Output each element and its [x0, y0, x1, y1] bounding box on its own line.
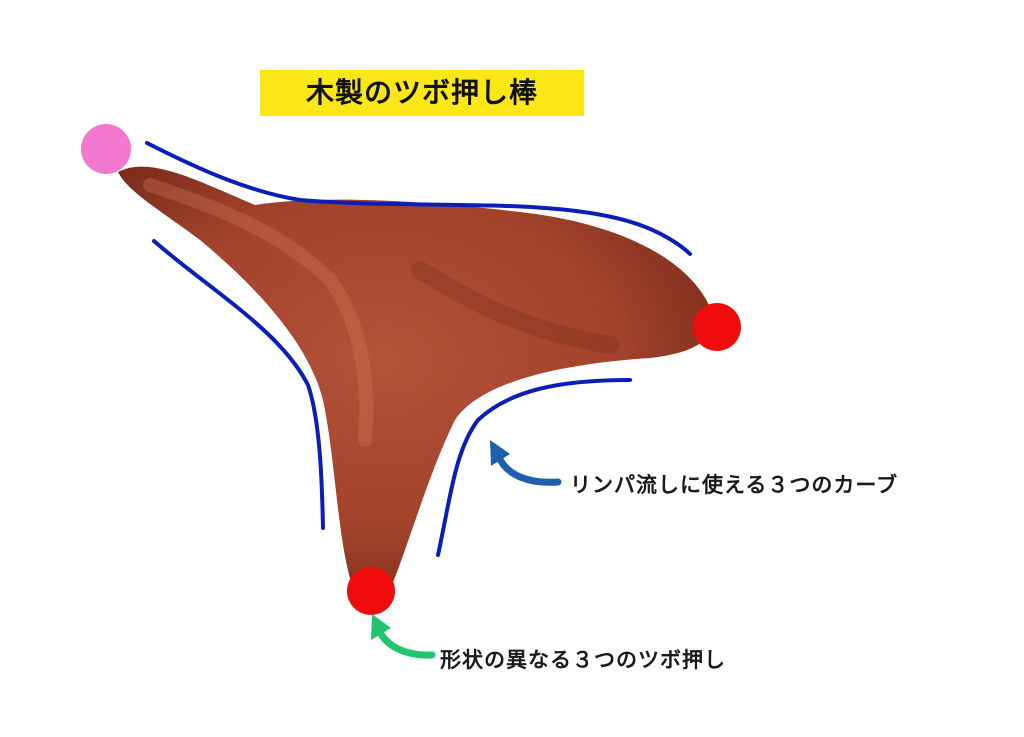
title-highlight [260, 70, 584, 116]
curve-line-top [145, 141, 692, 256]
curved-arrow-icon [490, 440, 562, 486]
wood-highlight [143, 178, 374, 447]
page-title: 木製のツボ押し棒 [305, 76, 538, 109]
curve-line-right [436, 378, 632, 557]
curve-line-left [152, 239, 325, 530]
wood-shadow [411, 261, 619, 354]
pressure-point-tip-bottom [347, 567, 395, 615]
pressure-point-tip-pink [81, 124, 131, 174]
pressure-point-tip-right [693, 303, 741, 351]
wooden-massage-stick [118, 166, 713, 597]
caption-pressure-points: 形状の異なる３つのツボ押し [440, 648, 726, 672]
curved-arrow-icon [371, 614, 436, 659]
caption-curves: リンパ流しに使える３つのカーブ [570, 473, 899, 497]
